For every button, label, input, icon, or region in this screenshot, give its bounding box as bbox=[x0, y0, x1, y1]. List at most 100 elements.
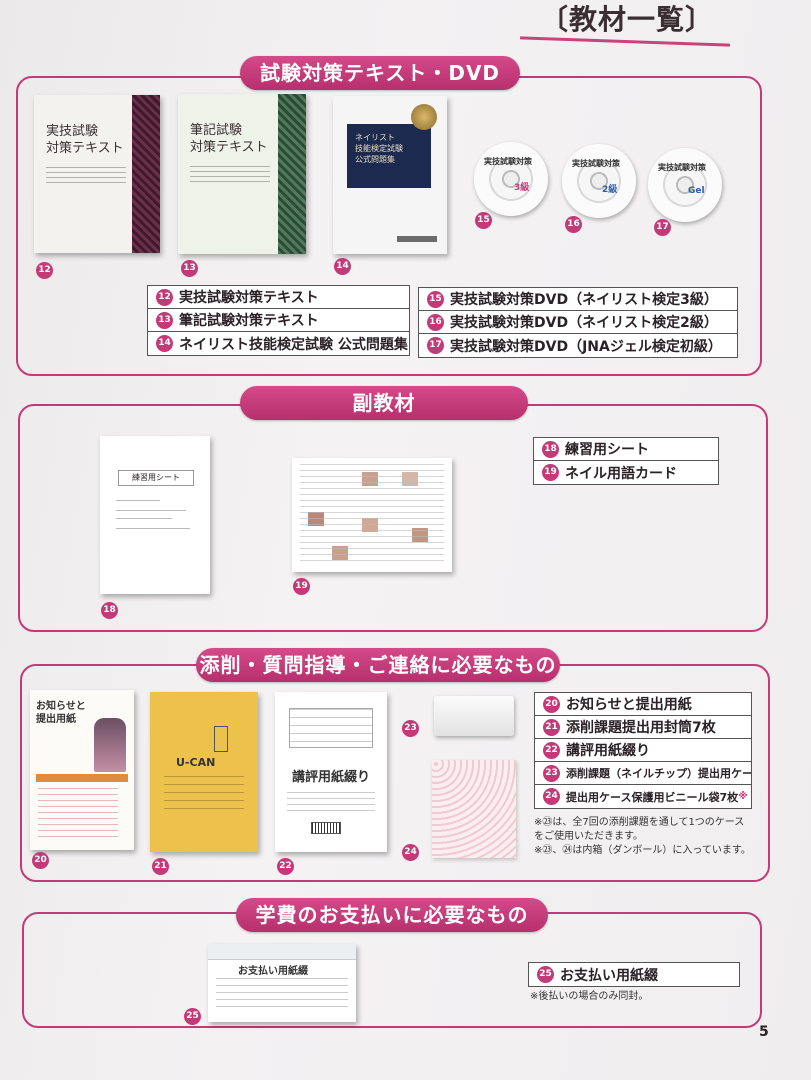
list-item: 18 練習用シート bbox=[534, 438, 718, 461]
payment-note: ※後払いの場合のみ同封。 bbox=[530, 991, 649, 1002]
number-badge-14: 14 bbox=[334, 258, 351, 275]
payment-form-header bbox=[208, 944, 356, 960]
number-badge-22: 22 bbox=[277, 858, 294, 875]
workbook-title-line2: 技能検定試験 bbox=[355, 144, 403, 153]
list-item: 21 添削課題提出用封筒7枚 bbox=[535, 716, 751, 739]
number-badge-17: 17 bbox=[654, 219, 671, 236]
workbook-title-line1: ネイリスト bbox=[355, 133, 395, 142]
list-item-label: 添削課題提出用封筒7枚 bbox=[566, 720, 716, 736]
list-item-label: 添削課題（ネイルチップ）提出用ケース bbox=[566, 767, 751, 780]
correction-section-header: 添削・質問指導・ご連絡に必要なもの bbox=[196, 648, 560, 682]
correction-list: 20 お知らせと提出用紙 21 添削課題提出用封筒7枚 22 講評用紙綴り 23… bbox=[534, 692, 752, 809]
list-item: 19 ネイル用語カード bbox=[534, 461, 718, 484]
practice-sheet-title: 練習用シート bbox=[118, 470, 194, 486]
submission-envelope: U-CAN bbox=[150, 692, 258, 852]
workbook-title-line3: 公式問題集 bbox=[355, 155, 395, 164]
list-item-number: 21 bbox=[543, 718, 560, 736]
book-hikki-text: 筆記試験 対策テキスト bbox=[178, 94, 306, 254]
list-item-label: お支払い用紙綴 bbox=[560, 967, 658, 984]
book-title: 筆記試験 対策テキスト bbox=[190, 122, 268, 156]
disc-grade: 2級 bbox=[602, 185, 618, 195]
nail-term-card bbox=[292, 458, 452, 572]
disc-label: 実技試験対策 bbox=[658, 163, 706, 172]
workbook-cover-block: ネイリスト 技能検定試験 公式問題集 bbox=[347, 124, 431, 188]
notice-text bbox=[38, 788, 118, 838]
list-item-label: 実技試験対策DVD（JNAジェル検定初級） bbox=[450, 338, 722, 355]
payment-list: 25 お支払い用紙綴 bbox=[528, 962, 740, 987]
envelope-stamp-box bbox=[214, 726, 228, 752]
correction-note-1: ※㉓は、全7回の添削課題を通して1つのケースをご使用いただきます。 bbox=[534, 817, 745, 842]
disc-grade: Gel bbox=[688, 186, 705, 196]
dvd-disc-2kyu: 実技試験対策 2級 bbox=[562, 144, 636, 218]
number-badge-18: 18 bbox=[101, 602, 118, 619]
book-fineprint bbox=[190, 166, 270, 184]
book-jitsugi-text: 実技試験 対策テキスト bbox=[34, 95, 160, 253]
list-item-number: 18 bbox=[542, 440, 559, 458]
practice-sheet: 練習用シート bbox=[100, 436, 210, 594]
book-title-line1: 実技試験 bbox=[46, 124, 99, 139]
list-item: 24 提出用ケース保護用ビニール袋7枚 ※ bbox=[535, 785, 751, 808]
asterisk-mark: ※ bbox=[738, 791, 748, 802]
book-title-line2: 対策テキスト bbox=[190, 140, 268, 155]
nail-tip-case bbox=[434, 696, 514, 736]
list-item-number: 25 bbox=[537, 966, 554, 983]
book-ornament bbox=[132, 95, 160, 253]
text-line bbox=[116, 510, 186, 511]
workbook-title: ネイリスト 技能検定試験 公式問題集 bbox=[355, 132, 403, 165]
book-fineprint bbox=[46, 167, 126, 185]
protective-vinyl-bag bbox=[432, 760, 516, 858]
notice-orange-band bbox=[36, 774, 128, 782]
workbook-publisher-mark bbox=[397, 236, 437, 242]
list-item: 17 実技試験対策DVD（JNAジェル検定初級） bbox=[419, 334, 737, 357]
notice-title: お知らせと提出用紙 bbox=[36, 701, 86, 725]
page-number: 5 bbox=[759, 1024, 769, 1040]
book-title-line1: 筆記試験 bbox=[190, 123, 243, 138]
list-item-number: 12 bbox=[156, 288, 173, 306]
list-item-label: 提出用ケース保護用ビニール袋7枚 bbox=[566, 790, 739, 804]
envelope-logo: U-CAN bbox=[176, 756, 216, 769]
list-item: 15 実技試験対策DVD（ネイリスト検定3級） bbox=[419, 288, 737, 311]
list-item-number: 15 bbox=[427, 290, 444, 308]
binder-text bbox=[287, 792, 375, 814]
payment-form-title: お支払い用紙綴 bbox=[238, 966, 308, 977]
text-line bbox=[116, 528, 190, 529]
list-item-label: 実技試験対策テキスト bbox=[179, 290, 319, 306]
card-text-lines bbox=[300, 464, 444, 566]
list-item-label: 練習用シート bbox=[565, 442, 649, 458]
list-item: 12 実技試験対策テキスト bbox=[148, 286, 409, 309]
list-item-label: 実技試験対策DVD（ネイリスト検定3級） bbox=[450, 292, 718, 308]
list-item-label: 筆記試験対策テキスト bbox=[179, 313, 319, 329]
text-line bbox=[116, 518, 172, 519]
disc-label: 実技試験対策 bbox=[572, 159, 620, 168]
binder-title: 講評用紙綴り bbox=[291, 770, 370, 785]
exam-list-left: 12 実技試験対策テキスト 13 筆記試験対策テキスト 14 ネイリスト技能検定… bbox=[147, 285, 410, 356]
book-ornament bbox=[278, 94, 306, 254]
payment-section-header: 学費のお支払いに必要なもの bbox=[236, 898, 548, 932]
list-item: 13 筆記試験対策テキスト bbox=[148, 309, 409, 332]
dvd-disc-3kyu: 実技試験対策 3級 bbox=[474, 142, 548, 216]
disc-label: 実技試験対策 bbox=[484, 157, 532, 166]
exam-list-right: 15 実技試験対策DVD（ネイリスト検定3級） 16 実技試験対策DVD（ネイリ… bbox=[418, 287, 738, 358]
list-item: 22 講評用紙綴り bbox=[535, 739, 751, 762]
number-badge-20: 20 bbox=[32, 852, 49, 869]
sub-section-header: 副教材 bbox=[240, 386, 528, 420]
book-title: 実技試験 対策テキスト bbox=[46, 123, 124, 157]
book-official-workbook: ネイリスト 技能検定試験 公式問題集 bbox=[333, 96, 447, 254]
list-item-number: 23 bbox=[543, 764, 560, 782]
number-badge-23: 23 bbox=[402, 720, 419, 737]
list-item-label: ネイル用語カード bbox=[565, 465, 677, 482]
payment-form-booklet: お支払い用紙綴 bbox=[208, 944, 356, 1022]
list-item-number: 22 bbox=[543, 741, 560, 759]
list-item-number: 17 bbox=[427, 337, 444, 354]
list-item-label: ネイリスト技能検定試験 公式問題集 bbox=[179, 336, 408, 353]
number-badge-16: 16 bbox=[565, 216, 582, 233]
list-item-number: 13 bbox=[156, 311, 173, 329]
list-item: 14 ネイリスト技能検定試験 公式問題集 bbox=[148, 332, 409, 355]
list-item-number: 24 bbox=[543, 788, 560, 805]
number-badge-24: 24 bbox=[402, 844, 419, 861]
list-item: 23 添削課題（ネイルチップ）提出用ケース ※ bbox=[535, 762, 751, 785]
list-item-number: 16 bbox=[427, 313, 444, 331]
book-title-line2: 対策テキスト bbox=[46, 141, 124, 156]
number-badge-19: 19 bbox=[293, 578, 310, 595]
